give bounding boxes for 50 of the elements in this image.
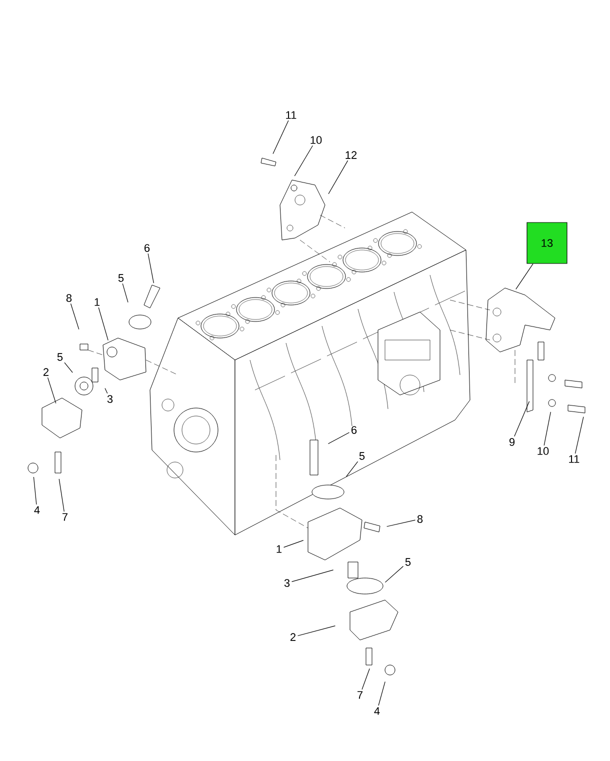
leader-line bbox=[386, 520, 416, 527]
leader-line bbox=[70, 303, 80, 330]
callout-number: 10 bbox=[310, 136, 322, 144]
leader-line bbox=[58, 478, 64, 512]
callout-number: 3 bbox=[107, 395, 113, 403]
callout-number: 12 bbox=[346, 151, 357, 159]
callout-number: 10 bbox=[538, 447, 549, 455]
callout-number: 5 bbox=[405, 558, 411, 566]
callout-number: 11 bbox=[286, 111, 296, 119]
callout-box: 13 bbox=[526, 222, 568, 264]
leader-line bbox=[291, 570, 334, 582]
leader-line bbox=[514, 401, 530, 437]
leader-line bbox=[384, 566, 404, 583]
callout-number: 9 bbox=[509, 438, 515, 446]
leader-line bbox=[328, 432, 350, 444]
callout-number: 11 bbox=[569, 455, 580, 463]
leader-line bbox=[283, 540, 304, 548]
leader-line bbox=[148, 253, 154, 284]
leader-line bbox=[346, 461, 358, 477]
callout-number: 7 bbox=[358, 691, 362, 699]
leader-line bbox=[47, 377, 56, 404]
callout-number: 3 bbox=[284, 579, 290, 587]
leader-line bbox=[104, 388, 108, 394]
callout-number: 2 bbox=[290, 633, 296, 641]
leader-line bbox=[328, 160, 348, 194]
callout-number: 6 bbox=[144, 244, 150, 252]
leader-line bbox=[544, 412, 551, 446]
leader-line bbox=[574, 416, 584, 454]
callout-number: 4 bbox=[34, 506, 40, 514]
leader-line bbox=[378, 681, 386, 706]
callout-number: 8 bbox=[66, 294, 72, 302]
leader-line bbox=[33, 476, 37, 505]
callout-number: 2 bbox=[44, 368, 48, 376]
callout-number: 1 bbox=[276, 545, 282, 553]
leader-line bbox=[64, 362, 73, 373]
leader-line bbox=[272, 120, 289, 154]
leader-line bbox=[294, 145, 313, 176]
callout-number: 8 bbox=[417, 515, 423, 523]
leader-line bbox=[122, 283, 128, 303]
callout-number: 5 bbox=[57, 353, 63, 361]
callout-number: 1 bbox=[94, 298, 100, 306]
leader-line bbox=[297, 626, 336, 636]
leader-line bbox=[98, 307, 108, 341]
callout-number: 5 bbox=[118, 274, 124, 282]
leader-line bbox=[516, 264, 534, 290]
callout-number: 7 bbox=[62, 513, 68, 521]
callout-number: 6 bbox=[352, 426, 357, 434]
callout-number: 4 bbox=[374, 707, 380, 715]
callout-number: 5 bbox=[359, 452, 365, 460]
leader-line bbox=[362, 668, 370, 690]
